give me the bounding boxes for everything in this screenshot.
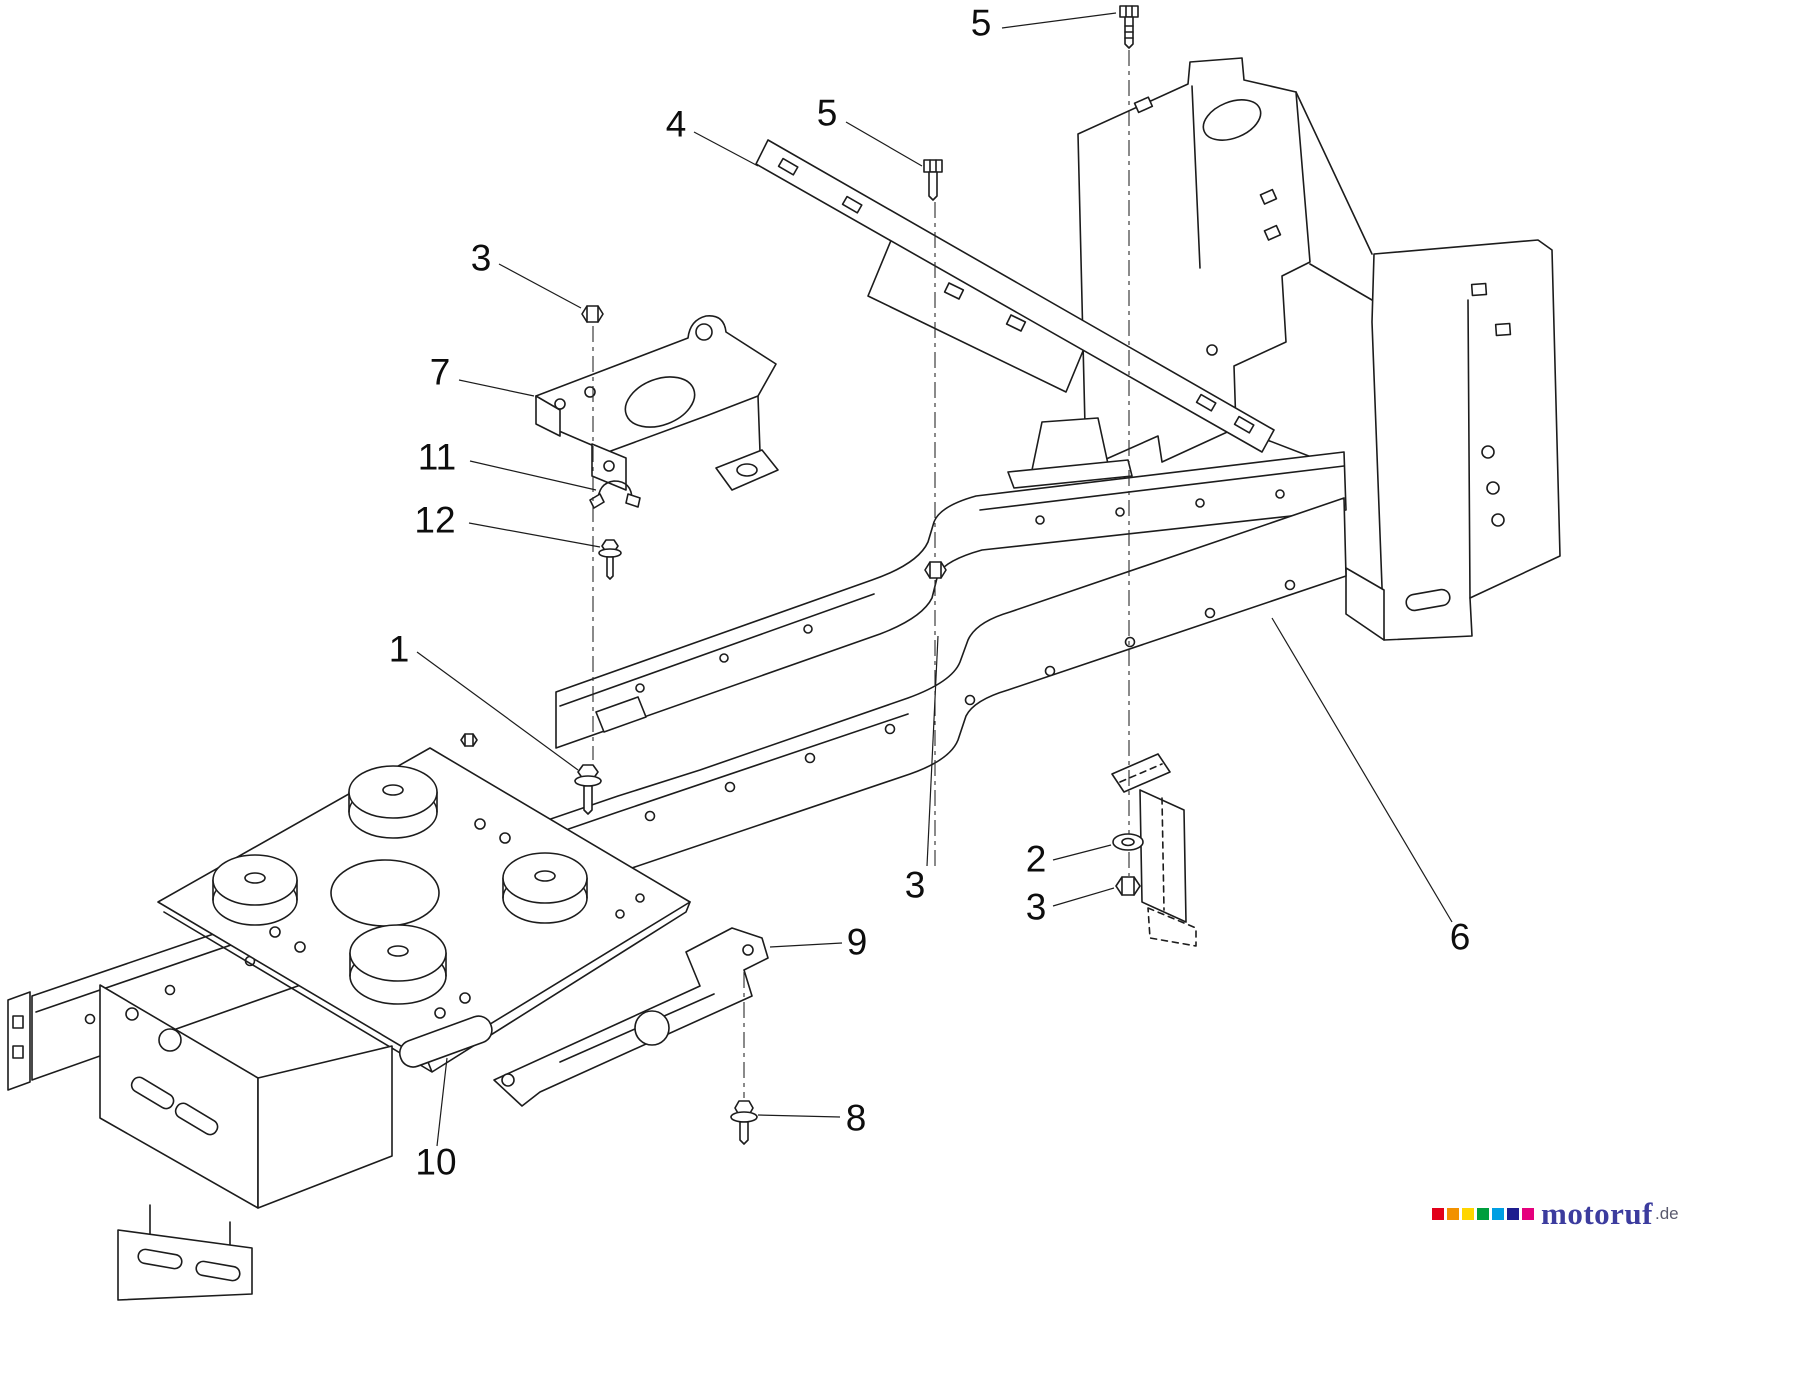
leader-lines bbox=[416, 12, 1453, 1147]
logo-color-square bbox=[1492, 1208, 1504, 1220]
callout-3-mid: 3 bbox=[905, 865, 926, 906]
bolt-1 bbox=[574, 764, 602, 815]
bolt-8 bbox=[730, 1100, 758, 1145]
rubber-mount bbox=[502, 852, 588, 924]
callout-6: 6 bbox=[1450, 917, 1471, 958]
serial-plate-slot bbox=[398, 1015, 493, 1068]
hanger-bracket bbox=[1111, 753, 1197, 947]
logo-brand: motoruf bbox=[1541, 1196, 1653, 1231]
callout-12: 12 bbox=[414, 500, 455, 541]
far-frame-rail bbox=[555, 451, 1347, 749]
rubber-mount bbox=[348, 765, 438, 839]
callout-10: 10 bbox=[415, 1142, 456, 1183]
pan-large-hole bbox=[330, 859, 440, 927]
callouts: 5 4 5 3 7 11 12 1 3 2 3 9 8 10 6 bbox=[389, 3, 1471, 1183]
callout-2: 2 bbox=[1026, 839, 1047, 880]
callout-8: 8 bbox=[846, 1098, 867, 1139]
logo: motoruf .de bbox=[1432, 1196, 1679, 1232]
callout-4: 4 bbox=[666, 104, 687, 145]
rail-bolt-head bbox=[460, 733, 478, 747]
callout-7: 7 bbox=[430, 352, 451, 393]
rubber-mount bbox=[212, 854, 298, 926]
logo-color-square bbox=[1462, 1208, 1474, 1220]
center-lines bbox=[592, 50, 1130, 1098]
nut-3-right bbox=[1115, 876, 1141, 896]
logo-color-square bbox=[1447, 1208, 1459, 1220]
logo-color-square bbox=[1507, 1208, 1519, 1220]
rubber-mount bbox=[349, 924, 447, 1005]
nut-3-upper bbox=[581, 305, 604, 323]
bolt-5-mid bbox=[923, 159, 943, 201]
steering-support-bracket bbox=[535, 315, 779, 491]
callout-11: 11 bbox=[418, 437, 456, 478]
callout-3-right: 3 bbox=[1026, 887, 1047, 928]
bolt-5-top bbox=[1119, 5, 1139, 49]
bolt-12 bbox=[598, 539, 622, 580]
front-frame-section bbox=[7, 984, 393, 1301]
callout-3-upper: 3 bbox=[471, 238, 492, 279]
logo-squares bbox=[1432, 1208, 1534, 1220]
rail-mount-foot bbox=[1007, 417, 1133, 489]
washer-2 bbox=[1112, 833, 1144, 851]
logo-color-square bbox=[1432, 1208, 1444, 1220]
logo-color-square bbox=[1477, 1208, 1489, 1220]
callout-5-top: 5 bbox=[971, 3, 992, 44]
fasteners bbox=[460, 5, 1144, 1145]
floor-pan bbox=[157, 747, 691, 1073]
callout-9: 9 bbox=[847, 922, 868, 963]
support-bracket-9 bbox=[493, 927, 769, 1107]
rear-plate-right bbox=[1295, 91, 1561, 641]
logo-tld: .de bbox=[1654, 1204, 1679, 1223]
callout-1: 1 bbox=[389, 629, 410, 670]
callout-5-mid: 5 bbox=[817, 93, 838, 134]
logo-color-square bbox=[1522, 1208, 1534, 1220]
cable-clamp-11 bbox=[589, 480, 641, 509]
nut-3-rail bbox=[924, 561, 947, 579]
support-strap bbox=[755, 139, 1275, 453]
